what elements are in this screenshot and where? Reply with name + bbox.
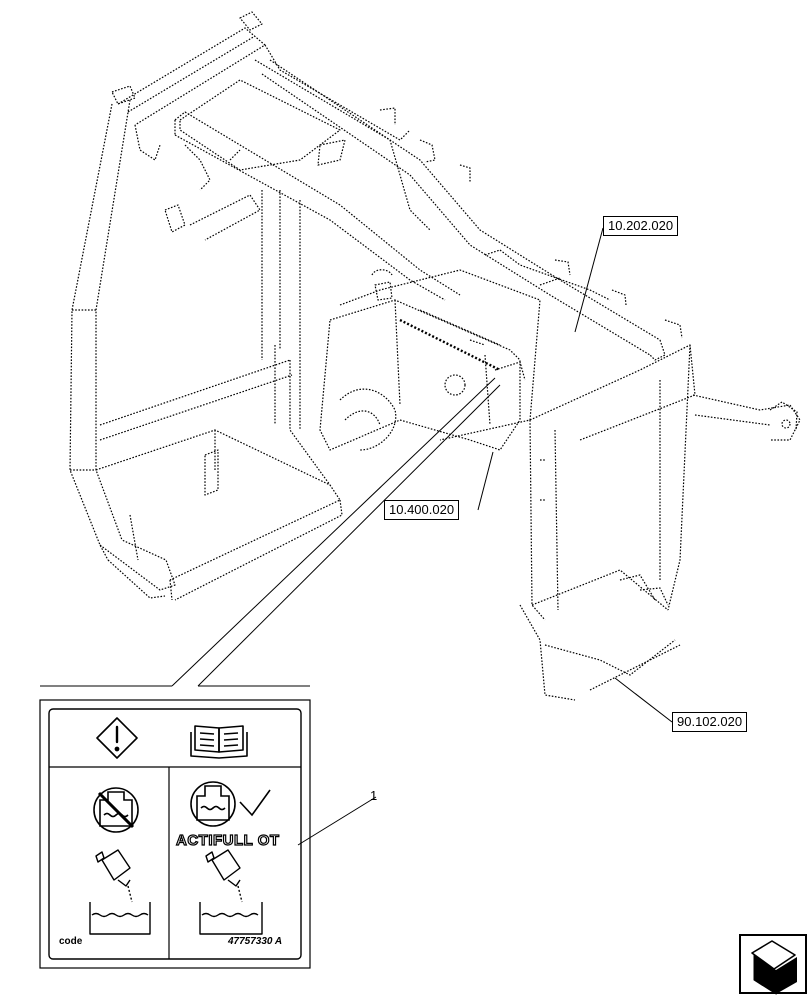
pour-icon xyxy=(199,849,263,935)
fluid-ok-icon xyxy=(190,781,236,827)
leader-lines xyxy=(40,227,673,846)
no-fluid-icon xyxy=(93,787,139,833)
longitudinal-beam xyxy=(174,59,666,361)
warning-icon xyxy=(96,717,138,759)
decal-outer-frame xyxy=(39,699,311,969)
leader-callout-1 xyxy=(297,796,377,846)
manual-book-icon xyxy=(190,725,248,759)
pour-icon xyxy=(89,849,151,935)
top-crossbeam xyxy=(117,11,431,231)
tank-level-strip xyxy=(399,318,501,372)
zoom-line-right xyxy=(197,384,501,687)
leader-ref-b xyxy=(477,451,494,511)
item-callout-number: 1 xyxy=(370,788,378,803)
tow-bracket xyxy=(692,394,801,441)
decal-fluid-name: ACTIFULL OT xyxy=(175,831,280,849)
left-frame-post xyxy=(69,85,176,599)
next-page-icon[interactable] xyxy=(739,934,807,995)
leader-ref-a xyxy=(574,227,604,333)
reference-label[interactable]: 10.400.020 xyxy=(384,500,460,520)
reference-label[interactable]: 90.102.020 xyxy=(672,712,748,732)
leader-ref-c xyxy=(614,677,673,723)
frame-brackets xyxy=(164,139,683,339)
coolant-tank xyxy=(319,269,541,451)
left-frame-base xyxy=(95,190,343,601)
reference-label[interactable]: 10.202.020 xyxy=(603,216,679,236)
right-frame-post xyxy=(519,344,696,701)
decal-code-label: code xyxy=(59,936,83,947)
checkmark-icon xyxy=(239,789,271,817)
decal-part-number: 47757330 A xyxy=(228,936,283,947)
zoom-line-left xyxy=(171,377,496,687)
